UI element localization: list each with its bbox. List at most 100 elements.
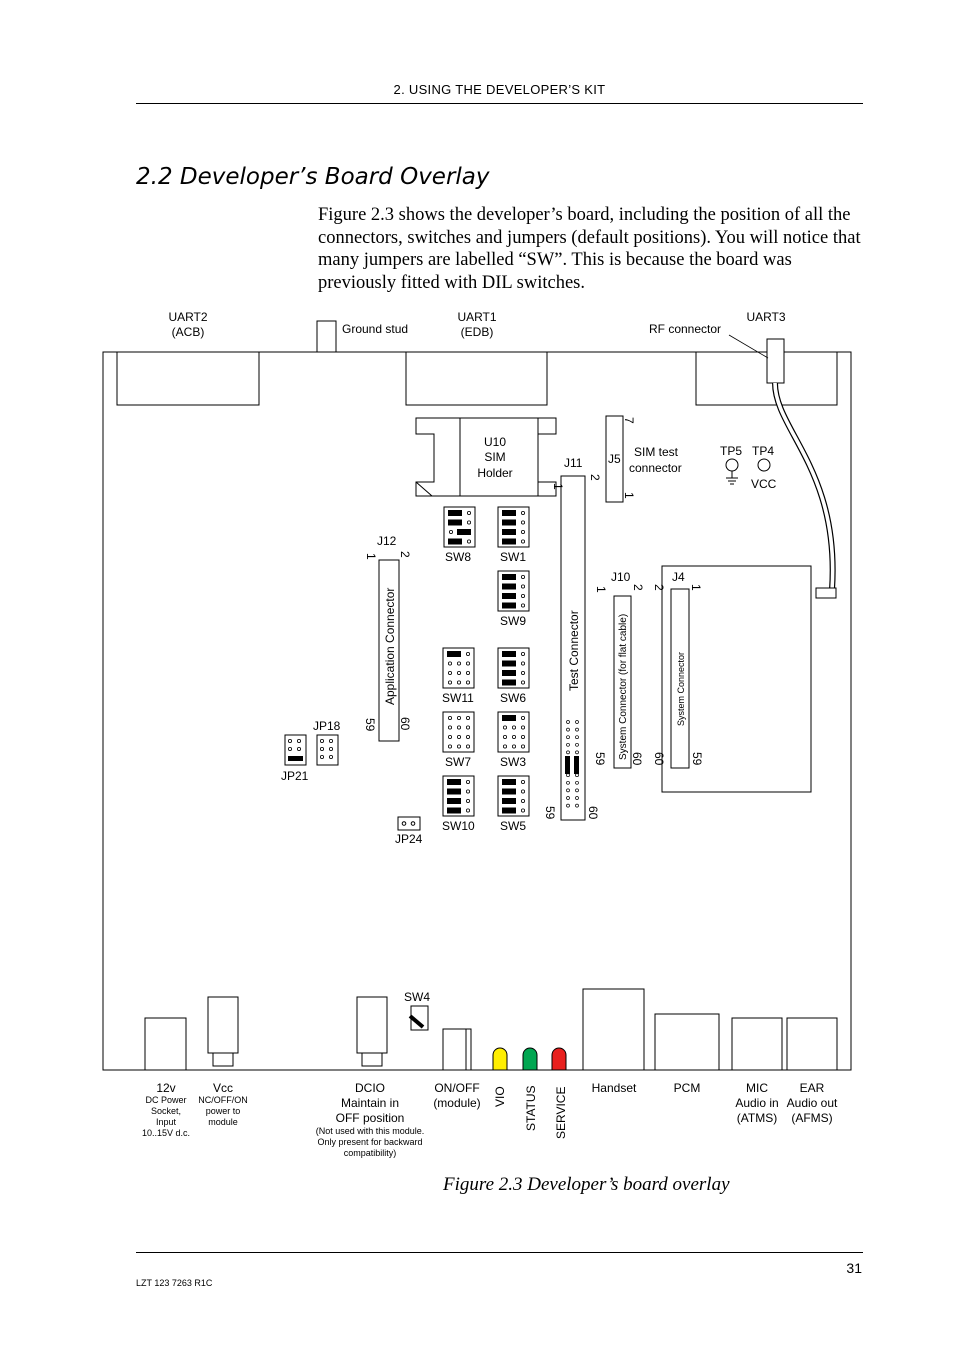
- svg-text:2: 2: [588, 474, 602, 481]
- running-header: 2. USING THE DEVELOPER’S KIT: [393, 82, 606, 97]
- svg-text:1: 1: [689, 584, 703, 591]
- header-rule: [136, 103, 863, 104]
- j5-connector: [605, 415, 624, 503]
- system-connector-j4: [670, 588, 690, 769]
- status-led: [551, 1047, 567, 1071]
- svg-text:Maintain in: Maintain in: [341, 1096, 399, 1110]
- svg-text:7: 7: [622, 417, 636, 424]
- switch-block: [443, 506, 476, 548]
- ground-stud-label: Ground stud: [342, 322, 408, 336]
- j5-label: J5: [608, 452, 621, 466]
- svg-text:SIM: SIM: [484, 450, 505, 464]
- svg-text:60: 60: [630, 752, 644, 766]
- intro-paragraph: Figure 2.3 shows the developer’s board, …: [318, 205, 861, 294]
- jp18-jumper: [316, 734, 339, 766]
- svg-text:2: 2: [398, 551, 412, 558]
- switch-block: [497, 647, 530, 689]
- service-label: SERVICE: [554, 1087, 568, 1139]
- onoff-button: [442, 1028, 472, 1071]
- tp5-testpoint: [725, 458, 739, 472]
- sys-conn-flat-label: System Connector (for flat cable): [618, 614, 629, 760]
- section-title: 2.2 Developer’s Board Overlay: [136, 164, 490, 190]
- svg-text:OFF position: OFF position: [336, 1111, 405, 1125]
- switch-block: [497, 775, 530, 817]
- v12-label: 12v: [156, 1081, 175, 1095]
- svg-text:59: 59: [363, 718, 377, 732]
- test-connector-label: Test Connector: [567, 610, 581, 691]
- switch-block: [497, 570, 530, 612]
- page-number: 31: [846, 1260, 862, 1276]
- jp18-label: JP18: [313, 719, 341, 733]
- svg-text:Only present for backward: Only present for backward: [317, 1137, 422, 1147]
- pcm-label: PCM: [674, 1081, 701, 1095]
- document-id: LZT 123 7263 R1C: [136, 1278, 213, 1288]
- svg-text:Audio out: Audio out: [787, 1096, 838, 1110]
- ear-connector: [786, 1017, 838, 1071]
- tp5-label: TP5: [720, 444, 742, 458]
- system-connector-j10: [613, 595, 632, 769]
- application-connector-j12: [378, 559, 400, 742]
- svg-text:10..15V d.c.: 10..15V d.c.: [142, 1128, 190, 1138]
- uart1-connector: [405, 351, 548, 406]
- uart3-label: UART3: [746, 310, 785, 324]
- sim-holder: [415, 417, 557, 497]
- svg-text:compatibility): compatibility): [344, 1148, 397, 1158]
- switch-block: [442, 647, 475, 689]
- pcm-connector: [654, 1013, 720, 1071]
- vcc-label: Vcc: [213, 1081, 233, 1095]
- uart2-label: UART2: [168, 310, 207, 324]
- sw10-label: SW10: [442, 819, 475, 833]
- svg-text:Socket,: Socket,: [151, 1106, 181, 1116]
- rf-connector-label: RF connector: [649, 322, 721, 336]
- svg-text:59: 59: [593, 752, 607, 766]
- sim-test-label: SIM test: [634, 445, 679, 459]
- sw8-label: SW8: [445, 550, 471, 564]
- footer-rule: [136, 1252, 863, 1253]
- svg-text:60: 60: [586, 806, 600, 820]
- svg-text:2: 2: [652, 584, 666, 591]
- switch-block: [442, 775, 475, 817]
- j11-label: J11: [564, 456, 583, 470]
- jp21-jumper: [284, 734, 307, 766]
- sw1-label: SW1: [500, 550, 526, 564]
- tp4-testpoint: [757, 458, 771, 472]
- module-area: [661, 565, 812, 793]
- svg-text:1: 1: [594, 586, 608, 593]
- rf-connector: [766, 338, 785, 384]
- svg-text:60: 60: [652, 752, 666, 766]
- uart1-label: UART1: [457, 310, 496, 324]
- vio-label: VIO: [493, 1086, 507, 1107]
- tp4-label: TP4: [752, 444, 774, 458]
- svg-text:1: 1: [622, 492, 636, 499]
- svg-text:(Not used with this module.: (Not used with this module.: [316, 1126, 425, 1136]
- switch-block: [442, 711, 475, 753]
- j4-label: J4: [672, 570, 685, 584]
- sw4-label: SW4: [404, 990, 430, 1004]
- svg-text:(EDB): (EDB): [461, 325, 494, 339]
- board-outline: [102, 351, 852, 1071]
- svg-text:(module): (module): [433, 1096, 480, 1110]
- handset-label: Handset: [592, 1081, 637, 1095]
- jp24-label: JP24: [395, 832, 423, 846]
- svg-text:connector: connector: [629, 461, 682, 475]
- uart2-connector: [116, 351, 260, 406]
- ear-label: EAR: [800, 1081, 825, 1095]
- vcc-switch: [207, 996, 239, 1054]
- switch-block: [497, 506, 530, 548]
- handset-connector: [582, 988, 645, 1071]
- svg-text:module: module: [208, 1117, 238, 1127]
- svg-text:(ACB): (ACB): [172, 325, 205, 339]
- j10-label: J10: [611, 570, 631, 584]
- figure-caption: Figure 2.3 Developer’s board overlay: [443, 1174, 730, 1195]
- mic-connector: [731, 1017, 783, 1071]
- sw3-label: SW3: [500, 755, 526, 769]
- jp21-label: JP21: [281, 769, 309, 783]
- u10-label: U10: [484, 435, 506, 449]
- sw6-label: SW6: [500, 691, 526, 705]
- status-led: [492, 1047, 508, 1071]
- svg-text:60: 60: [398, 717, 412, 731]
- switch-block: [497, 711, 530, 753]
- svg-text:(ATMS): (ATMS): [737, 1111, 777, 1125]
- svg-text:1: 1: [364, 553, 378, 560]
